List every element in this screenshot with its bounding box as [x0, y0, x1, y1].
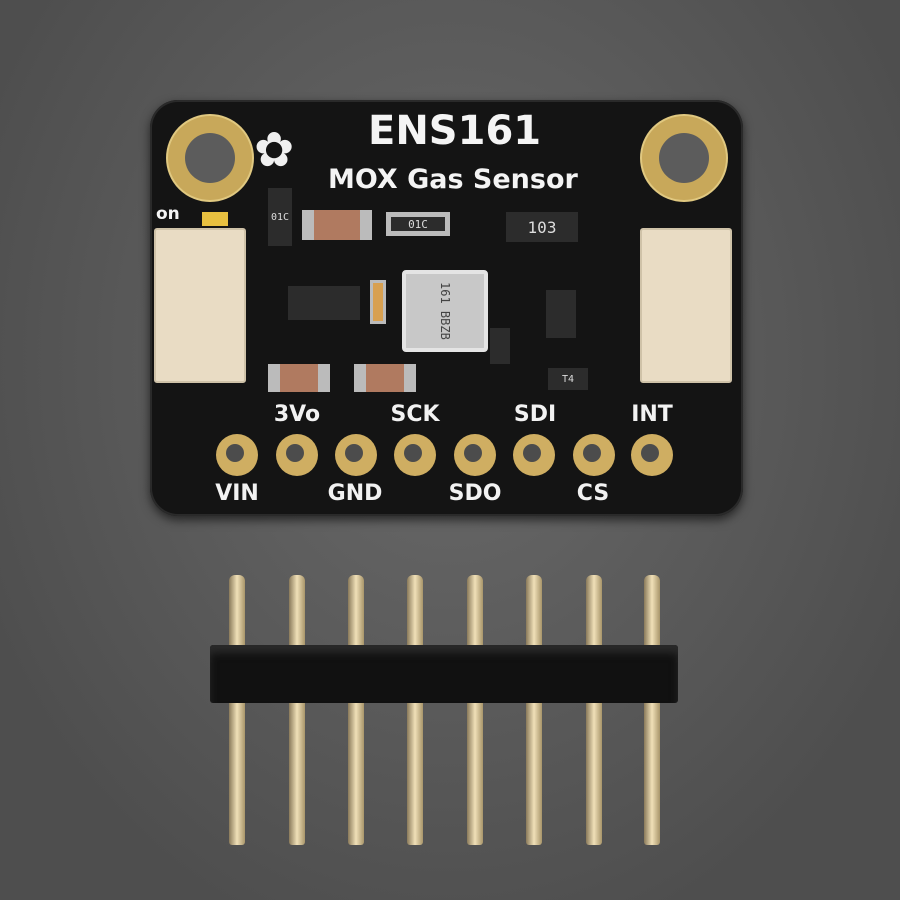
mounting-hole-left	[166, 114, 254, 202]
level-shifter-chip	[546, 290, 576, 338]
pin-pad-cs	[573, 434, 615, 476]
header-pin	[467, 575, 483, 845]
capacitor	[302, 210, 372, 240]
pin-pad-vin	[216, 434, 258, 476]
voltage-regulator	[288, 286, 360, 320]
diode: T4	[548, 368, 588, 390]
header-plastic-spacer	[210, 645, 678, 703]
pin-label-sdi: SDI	[513, 402, 557, 427]
header-pin	[289, 575, 305, 845]
adafruit-flower-logo: ✿	[254, 122, 295, 178]
power-led	[202, 212, 228, 226]
pin-label-sck: SCK	[390, 402, 440, 427]
pin-label-int: INT	[631, 402, 673, 427]
board-subtitle: MOX Gas Sensor	[328, 164, 578, 195]
mounting-hole-right	[640, 114, 728, 202]
ens161-sensor-chip: 161 BBZB	[402, 270, 488, 352]
pin-label-cs: CS	[576, 481, 610, 506]
capacitor	[268, 364, 330, 392]
header-pin	[407, 575, 423, 845]
header-pin	[526, 575, 542, 845]
pin-label-3vo: 3Vo	[273, 402, 321, 427]
board-title: ENS161	[368, 108, 542, 154]
power-led-label: on	[156, 204, 180, 224]
header-pin	[644, 575, 660, 845]
pin-pad-int	[631, 434, 673, 476]
pin-pad-sck	[394, 434, 436, 476]
header-pin	[586, 575, 602, 845]
resistor: 01C	[386, 212, 450, 236]
pin-pad-3vo	[276, 434, 318, 476]
capacitor	[370, 280, 386, 324]
resistor-array: 103	[506, 212, 578, 242]
stemma-qt-connector-left	[154, 228, 246, 383]
header-pin	[229, 575, 245, 845]
stemma-qt-connector-right	[640, 228, 732, 383]
resistor: 01C	[268, 188, 292, 246]
resistor	[490, 328, 510, 364]
pin-label-vin: VIN	[215, 481, 259, 506]
pin-pad-gnd	[335, 434, 377, 476]
header-pin	[348, 575, 364, 845]
capacitor	[354, 364, 416, 392]
pin-label-sdo: SDO	[448, 481, 502, 506]
pin-pad-sdo	[454, 434, 496, 476]
pin-pad-sdi	[513, 434, 555, 476]
pin-label-gnd: GND	[327, 481, 383, 506]
